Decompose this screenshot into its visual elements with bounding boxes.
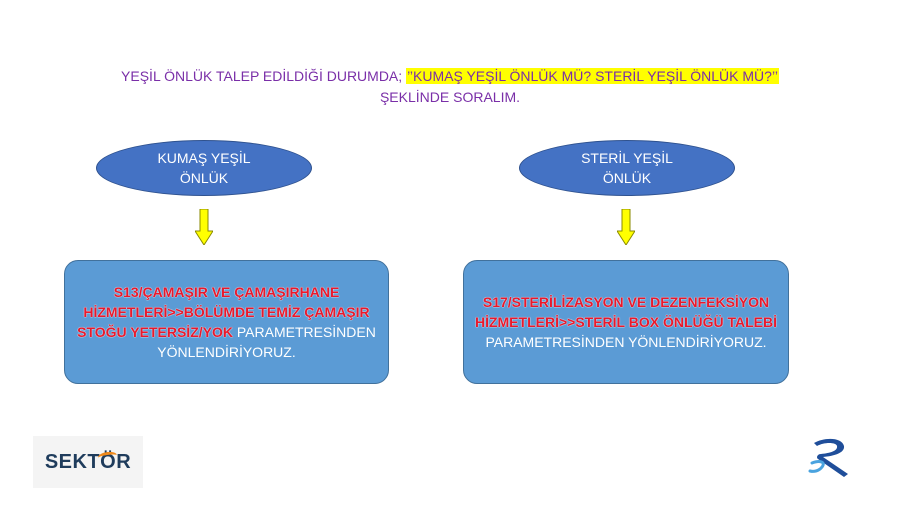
heading-prefix: YEŞİL ÖNLÜK TALEP EDİLDİĞİ DURUMDA;: [121, 68, 407, 84]
box-laundry-parameter: S13/ÇAMAŞIR VE ÇAMAŞIRHANE HİZMETLERİ>>B…: [64, 260, 389, 384]
heading-line-1: YEŞİL ÖNLÜK TALEP EDİLDİĞİ DURUMDA; ’’KU…: [60, 66, 840, 87]
box-left-red-text: S13/ÇAMAŞIR VE ÇAMAŞIRHANE HİZMETLERİ>>B…: [77, 284, 370, 340]
ellipse-left-line-1: KUMAŞ YEŞİL: [157, 150, 251, 166]
box-right-plain-text: PARAMETRESİNDEN YÖNLENDİRİYORUZ.: [485, 334, 767, 350]
down-arrow-icon: [195, 209, 213, 245]
sektor-logo-text: SEKTÖR: [44, 450, 132, 473]
slide-heading: YEŞİL ÖNLÜK TALEP EDİLDİĞİ DURUMDA; ’’KU…: [60, 66, 840, 108]
ellipse-sterile-green-gown: STERİL YEŞİL ÖNLÜK: [519, 140, 735, 196]
ellipse-fabric-green-gown: KUMAŞ YEŞİL ÖNLÜK: [96, 140, 312, 196]
box-left-plain-text: PARAMETRESİNDEN YÖNLENDİRİYORUZ.: [157, 324, 376, 360]
box-sterilization-parameter: S17/STERİLİZASYON VE DEZENFEKSİYON HİZME…: [463, 260, 789, 384]
heading-highlight: ’’KUMAŞ YEŞİL ÖNLÜK MÜ? STERİL YEŞİL ÖNL…: [406, 68, 779, 84]
box-right-red-text: S17/STERİLİZASYON VE DEZENFEKSİYON HİZME…: [474, 294, 778, 330]
r-swirl-logo-icon: [808, 438, 848, 477]
down-arrow-icon: [617, 209, 635, 245]
ellipse-right-line-1: STERİL YEŞİL: [581, 150, 673, 166]
ellipse-right-line-2: ÖNLÜK: [602, 170, 652, 186]
box-left-text: S13/ÇAMAŞIR VE ÇAMAŞIRHANE HİZMETLERİ>>B…: [75, 282, 378, 362]
ellipse-left-line-2: ÖNLÜK: [179, 170, 229, 186]
sektor-logo: SEKTÖR: [33, 436, 143, 488]
heading-line-2: ŞEKLİNDE SORALIM.: [379, 89, 521, 105]
box-right-text: S17/STERİLİZASYON VE DEZENFEKSİYON HİZME…: [474, 292, 778, 352]
